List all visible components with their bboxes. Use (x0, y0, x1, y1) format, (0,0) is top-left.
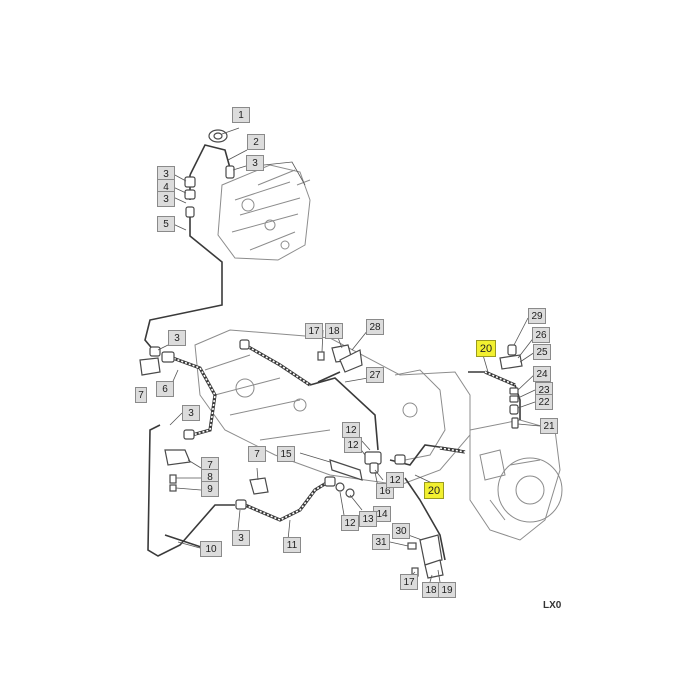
callout-27[interactable]: 27 (366, 367, 384, 383)
callout-20-highlighted[interactable]: 20 (476, 340, 496, 357)
callout-3[interactable]: 3 (232, 530, 250, 546)
callout-12[interactable]: 12 (386, 472, 404, 488)
callout-2[interactable]: 2 (247, 134, 265, 150)
callout-5[interactable]: 5 (157, 216, 175, 232)
callout-7[interactable]: 7 (135, 387, 147, 403)
callout-3[interactable]: 3 (168, 330, 186, 346)
callout-10[interactable]: 10 (200, 541, 222, 557)
callout-21[interactable]: 21 (540, 418, 558, 434)
callout-18[interactable]: 18 (325, 323, 343, 339)
callout-29[interactable]: 29 (528, 308, 546, 324)
callout-15[interactable]: 15 (277, 446, 295, 462)
callout-3[interactable]: 3 (182, 405, 200, 421)
bracket-lower-right (407, 534, 444, 579)
callout-30[interactable]: 30 (392, 523, 410, 539)
callout-22[interactable]: 22 (535, 394, 553, 410)
callout-3[interactable]: 3 (246, 155, 264, 171)
hose-27 (239, 339, 379, 451)
pipe-10 (147, 424, 235, 557)
callout-25[interactable]: 25 (533, 344, 551, 360)
callout-28[interactable]: 28 (366, 319, 384, 335)
callout-12[interactable]: 12 (342, 422, 360, 438)
hose-6 (161, 351, 217, 440)
callout-1[interactable]: 1 (232, 107, 250, 123)
callout-17[interactable]: 17 (400, 574, 418, 590)
callout-26[interactable]: 26 (532, 327, 550, 343)
callout-7[interactable]: 7 (248, 446, 266, 462)
bracket-17-18-28 (317, 344, 363, 373)
callout-17[interactable]: 17 (305, 323, 323, 339)
callout-6[interactable]: 6 (156, 381, 174, 397)
hose-20-right (389, 444, 466, 466)
tee-fitting (329, 451, 382, 498)
callout-3[interactable]: 3 (157, 191, 175, 207)
axle-housing-outline (194, 329, 563, 541)
callout-12[interactable]: 12 (344, 437, 362, 453)
clip-7-left (139, 357, 161, 376)
pipe-upper-1 (184, 129, 235, 218)
callout-13[interactable]: 13 (359, 511, 377, 527)
callout-12[interactable]: 12 (341, 515, 359, 531)
callout-11[interactable]: 11 (283, 537, 301, 553)
hose-11 (235, 476, 336, 522)
clip-7-mid (249, 477, 269, 495)
callout-19[interactable]: 19 (438, 582, 456, 598)
clip-7-8-9 (164, 449, 191, 492)
callout-20-highlighted[interactable]: 20 (424, 482, 444, 499)
hose-20-lower (404, 477, 446, 561)
valve-block-outline (217, 164, 311, 261)
document-code: LX0 (543, 600, 562, 611)
pipe-5 (144, 217, 223, 357)
callout-24[interactable]: 24 (533, 366, 551, 382)
bleeder-stack (468, 344, 523, 429)
callout-31[interactable]: 31 (372, 534, 390, 550)
callout-9[interactable]: 9 (201, 481, 219, 497)
leader-lines (157, 127, 541, 583)
